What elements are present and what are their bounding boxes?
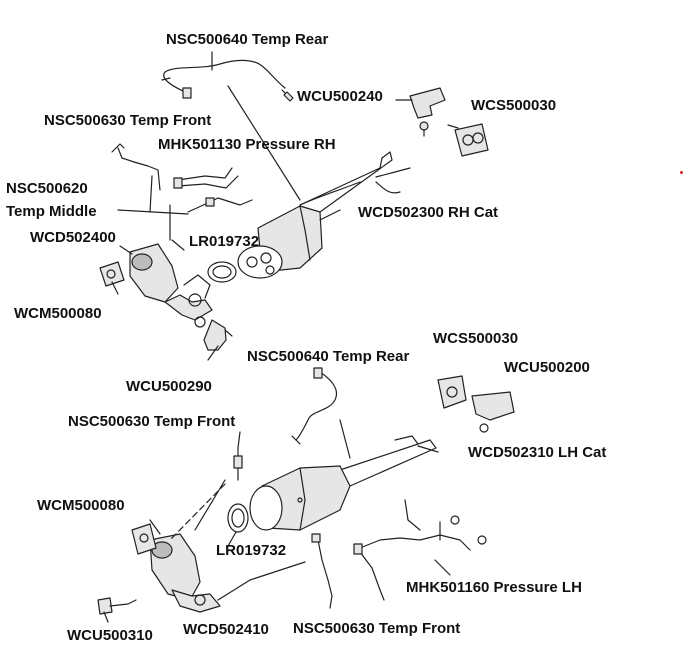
label-nsc500620-temp-middle: Temp Middle (6, 203, 97, 220)
lh-manifold-gasket (131, 523, 157, 555)
label-wcd502300-rh-cat: WCD502300 RH Cat (358, 204, 499, 221)
lh-exhaust-manifold (149, 533, 221, 613)
label-nsc500620-line1: NSC500620 (6, 180, 88, 197)
bracket-wcu500310 (97, 597, 137, 615)
label-wcm500080-rh: WCM500080 (14, 305, 102, 322)
rh-cat-pipe (299, 151, 411, 213)
red-marker-dot (680, 171, 683, 174)
label-wcu500290: WCU500290 (126, 378, 212, 395)
rh-manifold-gasket (99, 261, 125, 287)
label-lr019732-rh: LR019732 (189, 233, 260, 250)
pressure-sensor-rh (173, 167, 239, 189)
label-nsc500630-temp-front-lh-lower: NSC500630 Temp Front (293, 620, 461, 637)
rh-catalytic-converter (237, 205, 323, 279)
lh-catalytic-converter (249, 465, 351, 531)
label-nsc500630-temp-front-rh: NSC500630 Temp Front (44, 112, 212, 129)
label-wcu500200: WCU500200 (504, 359, 590, 376)
front-temp-sensor-lh-lower (311, 533, 333, 609)
label-wcm500080-lh: WCM500080 (37, 497, 125, 514)
label-wcs500030-lh: WCS500030 (433, 330, 519, 347)
label-nsc500640-temp-rear-rh: NSC500640 Temp Rear (166, 31, 329, 48)
rubber-hanger-lh (437, 375, 467, 409)
label-wcu500310: WCU500310 (67, 627, 153, 644)
label-wcd502310-lh-cat: WCD502310 LH Cat (468, 444, 607, 461)
rh-exhaust-manifold (129, 243, 213, 328)
middle-temp-sensor-rh (187, 197, 253, 213)
pressure-sensor-lh (353, 499, 487, 601)
front-temp-sensor-rh (111, 143, 161, 191)
lh-cat-pipe (339, 435, 437, 487)
rear-temp-sensor-rh (161, 59, 294, 102)
label-wcu500240: WCU500240 (297, 88, 383, 105)
label-wcs500030-rh: WCS500030 (471, 97, 557, 114)
label-lr019732-lh: LR019732 (216, 542, 287, 559)
clamp-lr019732-rh (207, 261, 237, 283)
bracket-wcu500290 (203, 319, 233, 351)
label-nsc500630-temp-front-lh: NSC500630 Temp Front (68, 413, 236, 430)
bracket-wcu500240 (409, 87, 446, 137)
front-temp-sensor-lh (233, 447, 243, 481)
label-mhk501160-pressure-lh: MHK501160 Pressure LH (406, 579, 582, 596)
clamp-lr019732-lh (227, 503, 249, 533)
bracket-wcu500200 (471, 391, 515, 433)
label-wcd502400: WCD502400 (30, 229, 116, 246)
label-mhk501130-pressure-rh: MHK501130 Pressure RH (158, 136, 336, 153)
label-wcd502410: WCD502410 (183, 621, 269, 638)
rear-temp-sensor-lh (291, 367, 338, 445)
label-nsc500640-temp-rear-lh: NSC500640 Temp Rear (247, 348, 410, 365)
rubber-hanger-rh (454, 123, 489, 157)
